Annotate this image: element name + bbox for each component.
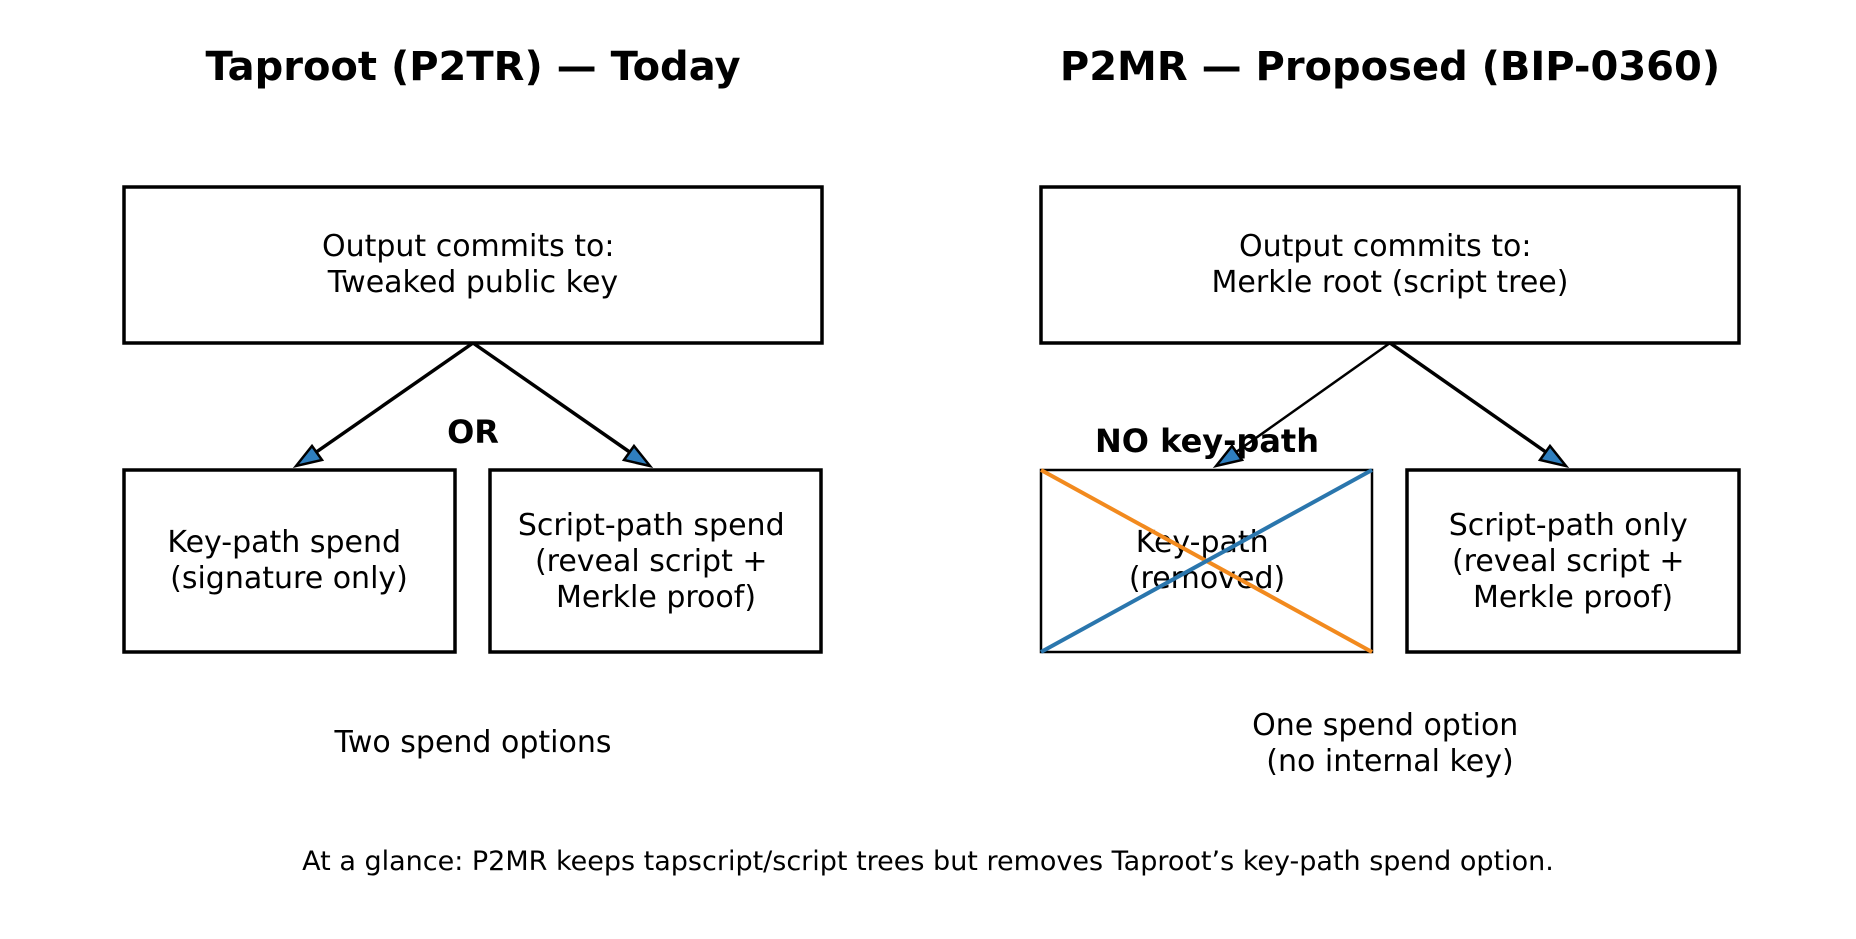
footer-summary: At a glance: P2MR keeps tapscript/script… [302, 846, 1554, 877]
right-panel-p2mr: P2MR — Proposed (BIP-0360) Output commit… [1039, 44, 1741, 779]
left-arrow-to-key-path [301, 341, 474, 464]
right-top-box-line-2: Merkle root (script tree) [1212, 265, 1569, 300]
left-title: Taproot (P2TR) — Today [205, 44, 740, 90]
left-script-path-line-2: (reveal script + [535, 544, 768, 579]
left-or-label: OR [447, 413, 499, 451]
right-script-path-box-text: Script-path only (reveal script + Merkle… [1449, 508, 1698, 615]
right-arrowhead-removed-key-path [1212, 443, 1245, 469]
right-title: P2MR — Proposed (BIP-0360) [1060, 44, 1720, 90]
left-top-box-line-2: Tweaked public key [327, 265, 618, 300]
left-key-path-box [122, 468, 457, 654]
left-key-path-box-text: Key-path spend (signature only) [167, 525, 410, 596]
right-script-path-line-1: Script-path only [1449, 508, 1688, 543]
left-top-box [122, 185, 824, 345]
right-top-box [1039, 185, 1741, 345]
left-top-box-line-1: Output commits to: [322, 229, 615, 264]
left-arrow-to-script-path [472, 341, 645, 464]
left-script-path-box [488, 468, 823, 654]
left-caption: Two spend options [333, 725, 611, 760]
cross-out-line-blue [1040, 468, 1373, 654]
right-arrow-to-script-path [1388, 341, 1562, 464]
right-script-path-line-2: (reveal script + [1452, 544, 1685, 579]
right-removed-key-path-line-1: Key-path [1136, 525, 1269, 560]
left-key-path-line-2: (signature only) [170, 561, 408, 596]
right-caption: One spend option (no internal key) [1252, 708, 1528, 779]
right-script-path-line-3: Merkle proof) [1473, 580, 1673, 615]
left-arrowhead-key-path [292, 443, 325, 469]
right-arrow-to-removed-key-path [1221, 341, 1391, 464]
right-arrowhead-script-path [1537, 443, 1570, 469]
right-caption-line-1: One spend option [1252, 708, 1518, 743]
left-arrowhead-script-path [621, 443, 654, 469]
left-panel-taproot: Taproot (P2TR) — Today Output commits to… [122, 44, 824, 760]
right-top-box-line-1: Output commits to: [1239, 229, 1532, 264]
right-caption-line-2: (no internal key) [1266, 744, 1513, 779]
left-script-path-line-1: Script-path spend [518, 508, 785, 543]
left-caption-line-1: Two spend options [333, 725, 611, 760]
right-no-key-path-label: NO key-path [1095, 422, 1319, 460]
left-script-path-box-text: Script-path spend (reveal script + Merkl… [518, 508, 794, 615]
left-key-path-line-1: Key-path spend [167, 525, 401, 560]
left-script-path-line-3: Merkle proof) [556, 580, 756, 615]
right-script-path-box [1405, 468, 1741, 654]
left-top-box-text: Output commits to: Tweaked public key [322, 229, 624, 300]
right-top-box-text: Output commits to: Merkle root (script t… [1212, 229, 1569, 300]
